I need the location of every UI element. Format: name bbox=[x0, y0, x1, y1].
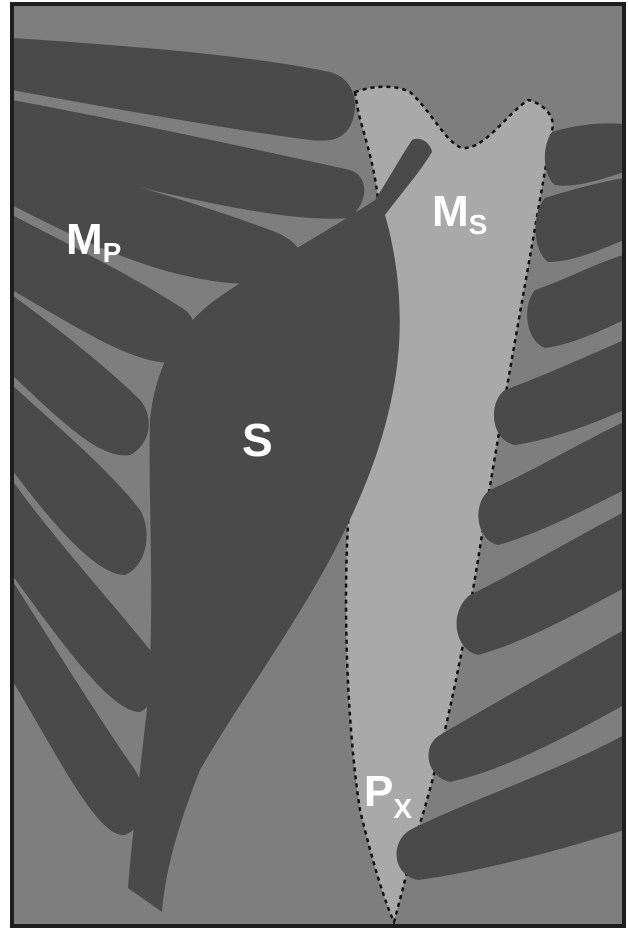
label-px-sub: X bbox=[393, 793, 412, 824]
label-mp-sub: P bbox=[103, 237, 122, 268]
label-px-main: P bbox=[364, 767, 393, 816]
label-s-main: S bbox=[242, 414, 273, 466]
label-s: S bbox=[242, 414, 273, 466]
label-mp-main: M bbox=[66, 215, 103, 264]
label-ms-sub: S bbox=[469, 209, 488, 240]
label-ms-main: M bbox=[432, 187, 469, 236]
